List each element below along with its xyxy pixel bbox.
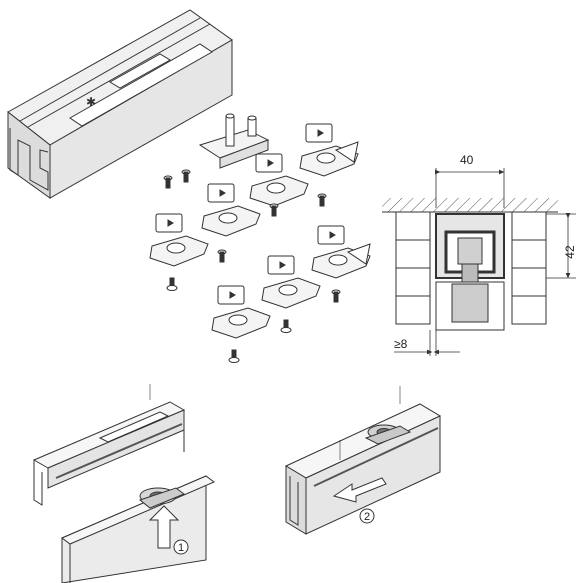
screws	[163, 169, 341, 363]
runner-unit	[311, 225, 371, 279]
up-arrow-icon	[148, 505, 180, 549]
step-2-label: 2	[364, 511, 370, 523]
runner-unit	[211, 285, 271, 339]
left-arrow-icon	[332, 477, 387, 503]
step-2-badge	[359, 508, 375, 524]
section-view	[382, 168, 576, 356]
track-rail	[7, 9, 233, 199]
runner-unit	[261, 255, 321, 309]
star-mark: ✱	[86, 95, 96, 109]
width-dimension-label: 40	[460, 153, 474, 167]
step-1-label: 1	[178, 542, 184, 554]
runner-unit	[299, 123, 359, 177]
runner-unit	[249, 153, 309, 207]
step-1-illustration	[32, 384, 215, 583]
height-dimension-label: 42	[563, 245, 577, 259]
guide-bracket	[198, 113, 270, 169]
runner-unit	[201, 183, 261, 237]
runner-parts	[149, 123, 371, 339]
step-2-illustration	[284, 386, 442, 535]
step-1-badge	[173, 539, 189, 555]
runner-unit	[149, 213, 209, 267]
gap-dimension-label: ≥8	[394, 337, 408, 351]
ceiling-hatch	[382, 198, 558, 212]
